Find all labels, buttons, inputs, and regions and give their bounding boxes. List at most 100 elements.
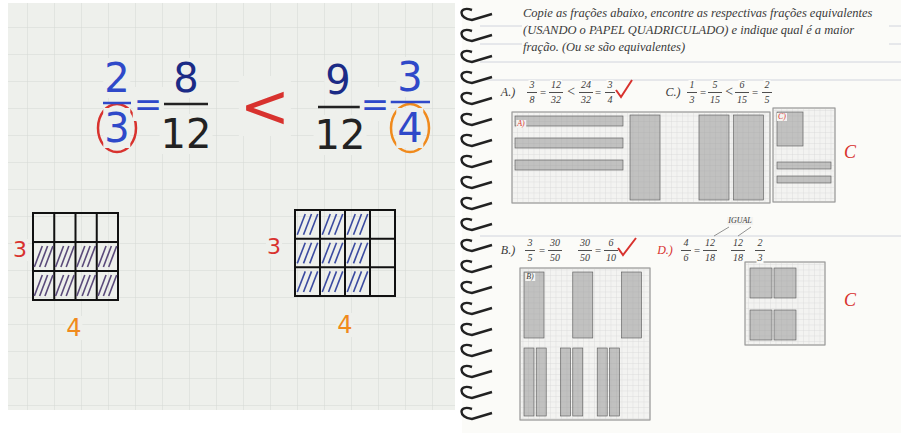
notebook-text: 6 [608,238,615,248]
instruction-text: Copie as frações abaixo, encontre as res… [522,5,889,56]
notebook-text: C.) [665,86,682,98]
shaded-part [515,138,623,148]
graph-paper [512,108,835,420]
fraction-bar [731,250,745,251]
spiral-ring [462,177,493,188]
hatch-stroke [360,271,368,292]
shaded-part [573,272,593,338]
notebook-text: 8 [529,95,536,105]
whiteboard-text: 8 [172,58,199,98]
notebook-page [462,0,901,433]
check-mark [616,80,636,255]
circle-mark [391,104,429,152]
hatch-stroke [335,214,343,235]
whiteboard-text: 3 [266,236,282,258]
notebook-text: IGUAL [727,217,753,225]
notebook-text: = [750,87,759,98]
whiteboard-text: 3 [396,57,423,97]
fraction-bar [579,92,593,93]
notebook-text: 2 [757,238,764,248]
notebook-text: 6 [683,253,690,263]
shaded-part [524,348,534,416]
hatch-stroke [66,246,74,267]
hatch-stroke [360,243,368,264]
notebook-text: = [593,87,602,98]
notebook-text: 18 [732,253,744,263]
shaded-part [774,268,796,298]
fraction-bar [604,250,618,251]
shaded-part [734,115,764,200]
whiteboard-text: 4 [336,313,353,337]
whiteboard-text: 4 [396,108,423,148]
hatch-stroke [45,246,53,267]
shaded-part [630,115,660,200]
notebook-text: 3 [529,80,536,90]
notebook-text: = [692,245,701,256]
spiral-ring [462,30,493,41]
notebook-text: 3 [757,253,764,263]
spiral-ring [462,156,493,167]
fraction-bar [605,92,615,93]
circle-mark [98,104,136,152]
whiteboard-text: 12 [160,114,213,154]
spiral-binding [462,9,493,419]
notebook-text: A) [516,120,526,128]
fraction-bar [762,92,772,93]
fraction-bar [390,101,430,104]
notebook-text: < [723,85,734,99]
notebook-text: C [843,291,857,309]
fraction-bar [103,102,131,105]
notebook-text: D.) [656,244,674,256]
notebook-text: 1 [689,80,696,90]
fraction-bar [318,106,362,109]
notebook-text: 2 [764,80,771,90]
hatch-stroke [45,275,53,296]
notebook-text: 30 [549,238,561,248]
fraction-bar [687,92,697,93]
whiteboard-text: < [239,76,291,136]
spiral-ring [462,282,493,293]
fraction-bar [548,250,562,251]
hatch-stroke [335,271,343,292]
notebook-text: 5 [527,253,534,263]
bracket-line [714,227,751,236]
fraction-bar [681,250,691,251]
notebook-text: 24 [580,80,592,90]
notebook-text: = [538,87,547,98]
whiteboard-text: 3 [12,239,28,261]
notebook-text: C [843,143,857,161]
spiral-ring [462,387,493,398]
notebook-text: 4 [683,238,690,248]
hatching [34,214,367,296]
shaded-part [777,162,831,169]
spiral-ring [462,219,493,230]
spiral-ring [462,135,493,146]
shaded-part [561,348,571,416]
notebook-text: 32 [550,95,562,105]
whiteboard-text: 4 [65,316,82,340]
shaded-part [622,272,642,338]
pencil-shading [515,112,831,416]
hatch-stroke [109,246,117,267]
notebook-text: 30 [579,238,591,248]
notebook-text: 10 [605,253,617,263]
notebook-text: A.) [500,86,516,98]
whiteboard-text: = [360,87,391,121]
whiteboard-grid [8,3,455,410]
whiteboard-text: 12 [314,115,367,155]
shaded-part [777,112,803,146]
shaded-part [515,160,623,170]
spiral-ring [462,345,493,356]
hatch-stroke [87,246,95,267]
notebook-text: 3 [527,238,534,248]
shaded-part [774,310,796,340]
fraction-bar [164,103,208,106]
whiteboard [8,3,455,410]
spiral-ring [462,198,493,209]
spiral-ring [462,72,493,83]
hatch-stroke [87,275,95,296]
fraction-bar [527,92,537,93]
shaded-part [750,310,772,340]
